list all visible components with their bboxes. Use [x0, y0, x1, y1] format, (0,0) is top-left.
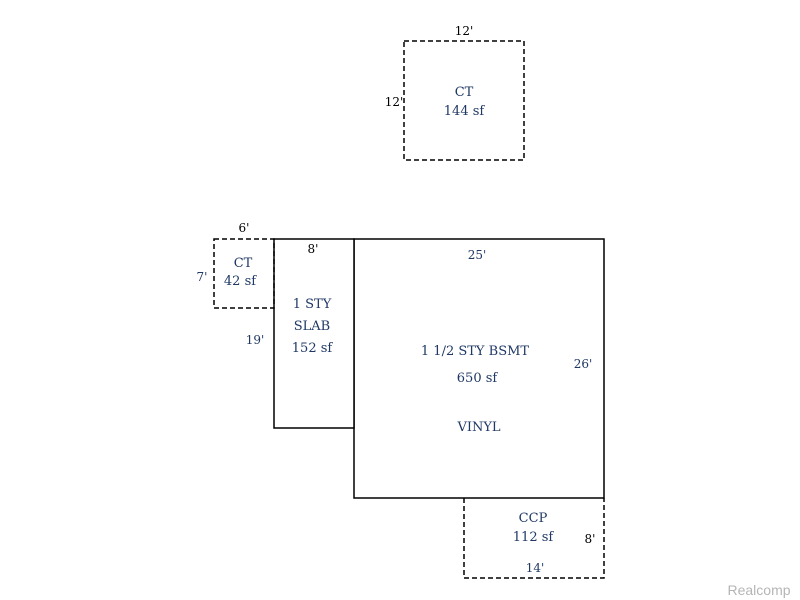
top-ct-area-value: 144 sf [444, 104, 486, 119]
ccp-area-value: 112 sf [513, 530, 555, 545]
slab-area-value: 152 sf [292, 341, 334, 356]
ccp-dim-bottom: 14' [526, 561, 545, 575]
left-ct-dim-top: 6' [239, 221, 250, 235]
slab-label-line1: 1 STY [293, 297, 332, 312]
slab-outline [273, 238, 355, 429]
slab-label-line2: SLAB [294, 319, 330, 334]
left-ct-label: CT [234, 256, 253, 271]
top-ct-dim-top: 12' [455, 24, 474, 38]
main-house-dim-top: 25' [468, 248, 487, 262]
top-ct-dim-left: 12' [385, 95, 404, 109]
top-ct-area: 12' 12' CT 144 sf [385, 24, 525, 161]
slab-dim-left: 19' [246, 333, 265, 347]
main-house-outline [353, 238, 605, 499]
slab-area: 8' 19' 1 STY SLAB 152 sf [246, 238, 355, 429]
main-house-label: 1 1/2 STY BSMT [421, 344, 530, 359]
left-ct-dim-left: 7' [197, 270, 208, 284]
ccp-outline [463, 498, 605, 579]
realcomp-watermark: Realcomp [727, 582, 790, 598]
left-ct-area-value: 42 sf [224, 274, 257, 289]
main-house-area-value: 650 sf [457, 371, 499, 386]
ccp-area: CCP 112 sf 8' 14' [463, 498, 605, 579]
main-house-siding: VINYL [456, 420, 500, 435]
top-ct-label: CT [455, 85, 474, 100]
ccp-dim-right: 8' [585, 532, 596, 546]
main-house-area: 25' 26' 1 1/2 STY BSMT 650 sf VINYL [353, 238, 605, 499]
top-ct-outline [403, 40, 525, 161]
ccp-label: CCP [519, 511, 548, 526]
slab-dim-top: 8' [308, 242, 319, 256]
left-ct-area: 6' 7' CT 42 sf [197, 221, 275, 309]
main-house-dim-right: 26' [574, 357, 593, 371]
